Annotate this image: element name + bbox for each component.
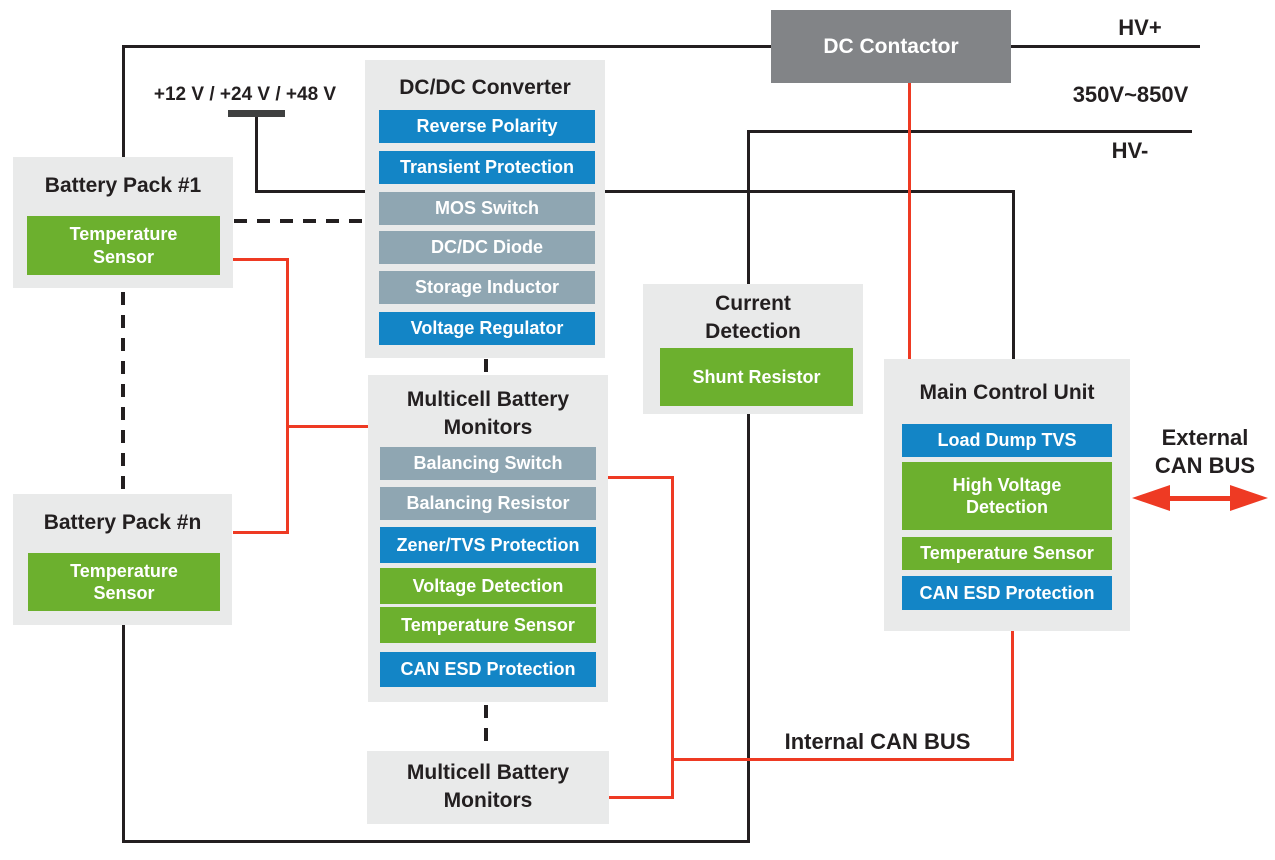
temp-sensor-label: Temperature Sensor bbox=[70, 560, 178, 604]
battery-pack-n-block: Battery Pack #n Temperature Sensor bbox=[13, 494, 232, 625]
item-label: CAN ESD Protection bbox=[919, 582, 1095, 603]
mcu-item-can-esd: CAN ESD Protection bbox=[902, 576, 1112, 610]
red-can-bus-v bbox=[671, 476, 674, 799]
item-label: Zener/TVS Protection bbox=[396, 534, 580, 555]
multicell-monitors-2-block: Multicell Battery Monitors bbox=[367, 751, 609, 824]
dcdc-item-reverse-polarity: Reverse Polarity bbox=[379, 110, 595, 143]
dcdc-converter-block: DC/DC Converter Reverse Polarity Transie… bbox=[365, 60, 605, 358]
red-balancing-out bbox=[608, 476, 674, 479]
wire-supply-down bbox=[255, 114, 258, 193]
item-label: Storage Inductor bbox=[414, 277, 559, 298]
wire-pack1-up bbox=[122, 45, 125, 158]
item-label: CAN ESD Protection bbox=[400, 659, 576, 680]
dash-dcdc-to-monitors bbox=[484, 359, 488, 375]
main-control-unit-block: Main Control Unit Load Dump TVS High Vol… bbox=[884, 359, 1130, 631]
title-text: Current Detection bbox=[705, 292, 801, 344]
external-can-bus-arrow-icon bbox=[1132, 485, 1268, 511]
item-label: Voltage Regulator bbox=[410, 318, 564, 339]
multicell-monitors-2-title: Multicell Battery Monitors bbox=[387, 759, 589, 816]
multicell-monitors-1-block: Multicell Battery Monitors Balancing Swi… bbox=[368, 375, 608, 702]
dash-pack1-to-dcdc bbox=[234, 219, 365, 223]
external-can-bus-label: External CAN BUS bbox=[1140, 424, 1270, 479]
dcdc-item-dcdc-diode: DC/DC Diode bbox=[379, 231, 595, 264]
red-monitors2-in bbox=[609, 796, 674, 799]
monitor-item-balancing-switch: Balancing Switch bbox=[380, 447, 596, 480]
red-packn-in bbox=[233, 531, 289, 534]
hv-minus-label: HV- bbox=[1111, 138, 1149, 163]
item-label: MOS Switch bbox=[434, 198, 539, 219]
dc-contactor-block: DC Contactor bbox=[771, 10, 1011, 83]
wire-packn-down bbox=[122, 624, 125, 843]
wire-hvplus-right bbox=[1009, 45, 1200, 48]
dcdc-converter-title: DC/DC Converter bbox=[399, 76, 571, 99]
item-label: Voltage Detection bbox=[412, 575, 564, 596]
multicell-monitors-1-title: Multicell Battery Monitors bbox=[388, 386, 588, 443]
current-detection-title: Current Detection bbox=[643, 290, 863, 347]
supply-rail-symbol bbox=[228, 110, 285, 117]
mcu-item-high-voltage-detection: High Voltage Detection bbox=[902, 462, 1112, 530]
wire-bottom-bus bbox=[122, 840, 750, 843]
item-label: Reverse Polarity bbox=[416, 116, 558, 137]
red-temp1-out bbox=[233, 258, 289, 261]
wire-dcdc-to-mcu-h bbox=[605, 190, 1015, 193]
title-text: Multicell Battery Monitors bbox=[406, 388, 570, 440]
wire-dcdc-to-mcu-v bbox=[1012, 190, 1015, 360]
dcdc-item-storage-inductor: Storage Inductor bbox=[379, 271, 595, 304]
temp-sensor-label: Temperature Sensor bbox=[69, 224, 178, 267]
red-sensor-bus-v bbox=[286, 258, 289, 534]
red-to-monitors bbox=[286, 425, 370, 428]
monitor-item-can-esd: CAN ESD Protection bbox=[380, 652, 596, 687]
wire-hvplus-left bbox=[123, 45, 773, 48]
battery-pack-1-title: Battery Pack #1 bbox=[44, 174, 202, 197]
dash-pack1-to-packn bbox=[121, 292, 125, 492]
red-internal-can-h bbox=[671, 758, 1014, 761]
title-text: Multicell Battery Monitors bbox=[406, 761, 570, 813]
monitor-item-temperature-sensor: Temperature Sensor bbox=[380, 607, 596, 643]
main-control-unit-title: Main Control Unit bbox=[919, 381, 1095, 404]
dash-monitors-to-monitors2 bbox=[484, 705, 488, 749]
item-label: Transient Protection bbox=[399, 157, 575, 178]
battery-pack-n-temp-sensor: Temperature Sensor bbox=[28, 553, 220, 611]
internal-can-bus-label: Internal CAN BUS bbox=[784, 729, 971, 754]
external-can-text: External CAN BUS bbox=[1154, 425, 1256, 478]
dcdc-item-mos-switch: MOS Switch bbox=[379, 192, 595, 225]
dcdc-item-voltage-regulator: Voltage Regulator bbox=[379, 312, 595, 345]
mcu-item-load-dump-tvs: Load Dump TVS bbox=[902, 424, 1112, 457]
wire-shunt-down bbox=[747, 412, 750, 843]
monitor-item-balancing-resistor: Balancing Resistor bbox=[380, 487, 596, 520]
arrowhead-right-icon bbox=[1230, 485, 1268, 511]
wire-hvminus bbox=[747, 130, 1192, 133]
item-label: High Voltage Detection bbox=[952, 474, 1062, 518]
current-detection-block: Current Detection Shunt Resistor bbox=[643, 284, 863, 414]
battery-pack-1-block: Battery Pack #1 Temperature Sensor bbox=[13, 157, 233, 288]
hv-plus-label: HV+ bbox=[1118, 15, 1162, 40]
item-label: Temperature Sensor bbox=[920, 543, 1094, 564]
mcu-item-temperature-sensor: Temperature Sensor bbox=[902, 537, 1112, 570]
arrow-shaft bbox=[1156, 496, 1244, 501]
battery-pack-n-title: Battery Pack #n bbox=[43, 511, 202, 534]
current-detection-shunt-resistor: Shunt Resistor bbox=[660, 348, 853, 406]
item-label: Temperature Sensor bbox=[401, 614, 575, 635]
item-label: Shunt Resistor bbox=[692, 366, 821, 387]
hv-range-label: 350V~850V bbox=[1072, 82, 1189, 107]
item-label: Load Dump TVS bbox=[937, 430, 1077, 451]
item-label: DC/DC Diode bbox=[431, 237, 543, 258]
supply-rail-label: +12 V / +24 V / +48 V bbox=[153, 84, 337, 105]
dcdc-item-transient-protection: Transient Protection bbox=[379, 151, 595, 184]
red-mcu-down bbox=[1011, 631, 1014, 761]
monitor-item-zener-tvs: Zener/TVS Protection bbox=[380, 527, 596, 563]
red-contactor-to-mcu bbox=[908, 83, 911, 360]
item-label: Balancing Switch bbox=[413, 453, 563, 474]
wire-supply-to-dcdc bbox=[255, 190, 367, 193]
battery-pack-1-temp-sensor: Temperature Sensor bbox=[27, 216, 220, 275]
monitor-item-voltage-detection: Voltage Detection bbox=[380, 568, 596, 604]
wire-hvminus-to-shunt bbox=[747, 130, 750, 286]
dc-contactor-title: DC Contactor bbox=[823, 34, 959, 58]
item-label: Balancing Resistor bbox=[406, 493, 570, 514]
